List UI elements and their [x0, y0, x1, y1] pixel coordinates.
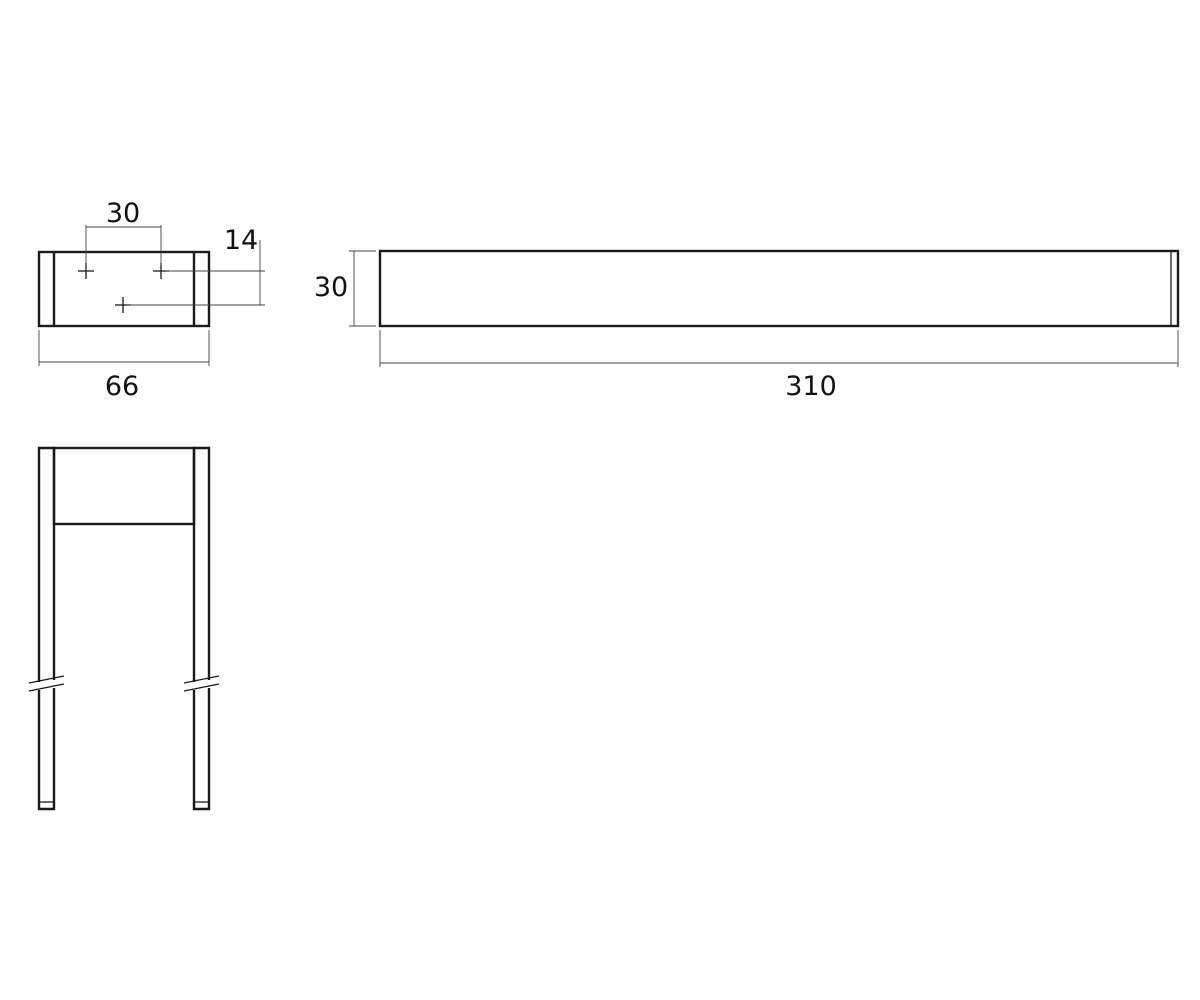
break-mark: [183, 675, 220, 684]
side-view-left-leg: [28, 446, 65, 811]
side-view: [28, 446, 220, 811]
top-view: 30 14 66: [37, 198, 265, 402]
break-mark: [28, 675, 65, 684]
dimension-hole-spacing: 30: [85, 198, 162, 266]
dimension-height: 30: [314, 250, 376, 327]
top-view-outline: [37, 250, 211, 328]
dimension-label-height: 30: [314, 272, 348, 303]
dimension-label-length: 310: [785, 371, 837, 402]
dimension-label-hole-offset: 14: [224, 225, 258, 256]
break-mark: [183, 683, 220, 692]
dimension-length: 310: [379, 330, 1179, 402]
side-view-top-plate: [52, 446, 196, 526]
dimension-width: 66: [38, 330, 210, 402]
front-view: 30 310: [314, 249, 1180, 402]
dimension-label-hole-spacing: 30: [106, 198, 140, 229]
front-view-outline: [378, 249, 1180, 328]
dimension-hole-offset: 14: [127, 225, 265, 306]
break-mark: [28, 683, 65, 692]
side-view-right-leg: [183, 446, 220, 811]
dimension-label-width: 66: [105, 371, 139, 402]
